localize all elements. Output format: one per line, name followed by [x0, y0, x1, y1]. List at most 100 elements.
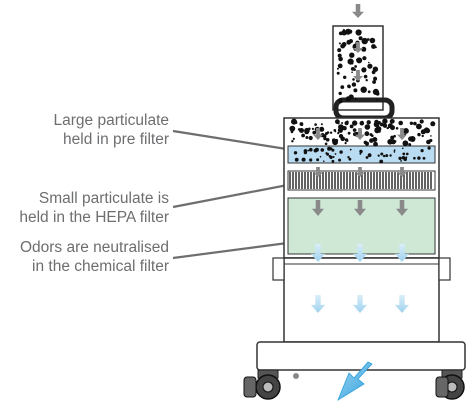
clean-airflow-arrows [311, 244, 409, 313]
particle-dot [291, 118, 297, 125]
particle-dot [421, 134, 424, 138]
particle-dot [337, 132, 340, 135]
particle-dot [305, 136, 309, 139]
particle-dot [333, 129, 337, 132]
particle-dot [293, 151, 298, 155]
particle-dot [393, 149, 396, 152]
particle-dot [352, 120, 358, 126]
particle-dot [319, 155, 322, 158]
particle-dot [353, 88, 358, 93]
particle-dot [320, 148, 325, 152]
particle-dot [355, 29, 362, 36]
particle-dot [398, 120, 404, 126]
clean-air-arrow-icon [311, 244, 325, 262]
particle-dot [360, 86, 367, 93]
particle-dot [398, 156, 402, 160]
particle-dot [364, 131, 370, 137]
particle-dot [406, 152, 409, 156]
particle-dot [352, 128, 357, 132]
particle-dot [347, 131, 351, 135]
particle-dot [339, 150, 343, 154]
particle-dot [349, 124, 354, 129]
particle-dot [417, 132, 421, 137]
particle-dot [417, 156, 421, 160]
particle-dot [338, 56, 343, 62]
grey-airflow-arrows [312, 4, 408, 216]
callout-chemical-filter-line1: Odors are neutralised [19, 239, 169, 256]
particle-dot [354, 97, 357, 100]
particle-dot [347, 156, 350, 159]
particle-dot [402, 152, 406, 156]
particle-dot [377, 154, 380, 157]
particle-dot [413, 156, 416, 160]
particle-dot [395, 127, 399, 130]
particle-dot [331, 159, 335, 163]
particle-dot [426, 139, 431, 145]
particle-dot [349, 148, 352, 151]
particle-dot [350, 67, 355, 71]
particle-dot [336, 67, 339, 70]
particle-dot [323, 160, 325, 162]
duct-arrow-icon [353, 70, 363, 81]
clean-air-arrow-icon [395, 244, 409, 262]
particle-dot [367, 63, 373, 69]
particle-dot [386, 126, 389, 130]
particle-dot [430, 121, 436, 127]
hepa-filter-pleats [289, 172, 432, 189]
particle-dot [351, 71, 353, 73]
callout-hepa-filter: Small particulate is held in the HEPA fi… [19, 189, 169, 227]
particle-dot [393, 151, 396, 153]
clean-air-arrow-icon [311, 295, 325, 313]
particle-dot [329, 131, 333, 134]
particle-dot [312, 130, 317, 135]
callout-chemical-filter-line2: in the chemical filter [32, 258, 169, 275]
particle-dot [378, 130, 381, 133]
particle-dot [382, 118, 388, 124]
particle-dot [371, 44, 376, 49]
callout-pre-filter: Large particulate held in pre filter [54, 111, 169, 149]
caster-wheels [243, 369, 465, 400]
particle-dot [304, 129, 310, 135]
particle-dot [342, 125, 345, 129]
particle-dot [348, 29, 353, 34]
particle-dot [390, 139, 396, 145]
particle-dot [337, 63, 343, 69]
particle-dot [373, 141, 378, 147]
particle-dot [369, 37, 376, 44]
callout-pre-filter-line2: held in pre filter [63, 131, 169, 148]
particle-dot [380, 152, 384, 156]
particle-dot [338, 91, 342, 96]
particle-dot [341, 29, 347, 36]
particle-dot [363, 74, 368, 79]
particle-dot [336, 71, 340, 75]
particle-dot [382, 154, 386, 158]
callout-chemical-filter: Odors are neutralised in the chemical fi… [20, 238, 169, 276]
particle-dot [294, 157, 299, 162]
latch-left [272, 257, 285, 281]
hepa-arrow-icon [397, 167, 407, 177]
particle-dot [338, 42, 341, 45]
particle-dot [342, 29, 345, 32]
particle-dot [301, 157, 306, 162]
particle-dot [359, 149, 363, 154]
particle-dot [408, 136, 414, 142]
particle-dot [424, 128, 431, 134]
particle-dot [371, 134, 374, 137]
particle-dot [291, 140, 294, 143]
particle-dot [356, 57, 363, 64]
particle-dot [413, 121, 417, 126]
particle-dot [430, 135, 432, 137]
particle-dot [344, 121, 349, 126]
particle-dot [319, 126, 325, 132]
particle-dot [337, 48, 342, 53]
particle-dot [367, 153, 372, 158]
particle-dot [373, 76, 378, 81]
particle-dot [335, 119, 340, 125]
particle-dot [303, 150, 308, 155]
particle-dot [364, 124, 371, 130]
particle-dot [338, 158, 342, 162]
leader-line-hepa-filter [172, 181, 299, 209]
particle-dot [309, 147, 313, 152]
particle-dot [358, 36, 363, 41]
